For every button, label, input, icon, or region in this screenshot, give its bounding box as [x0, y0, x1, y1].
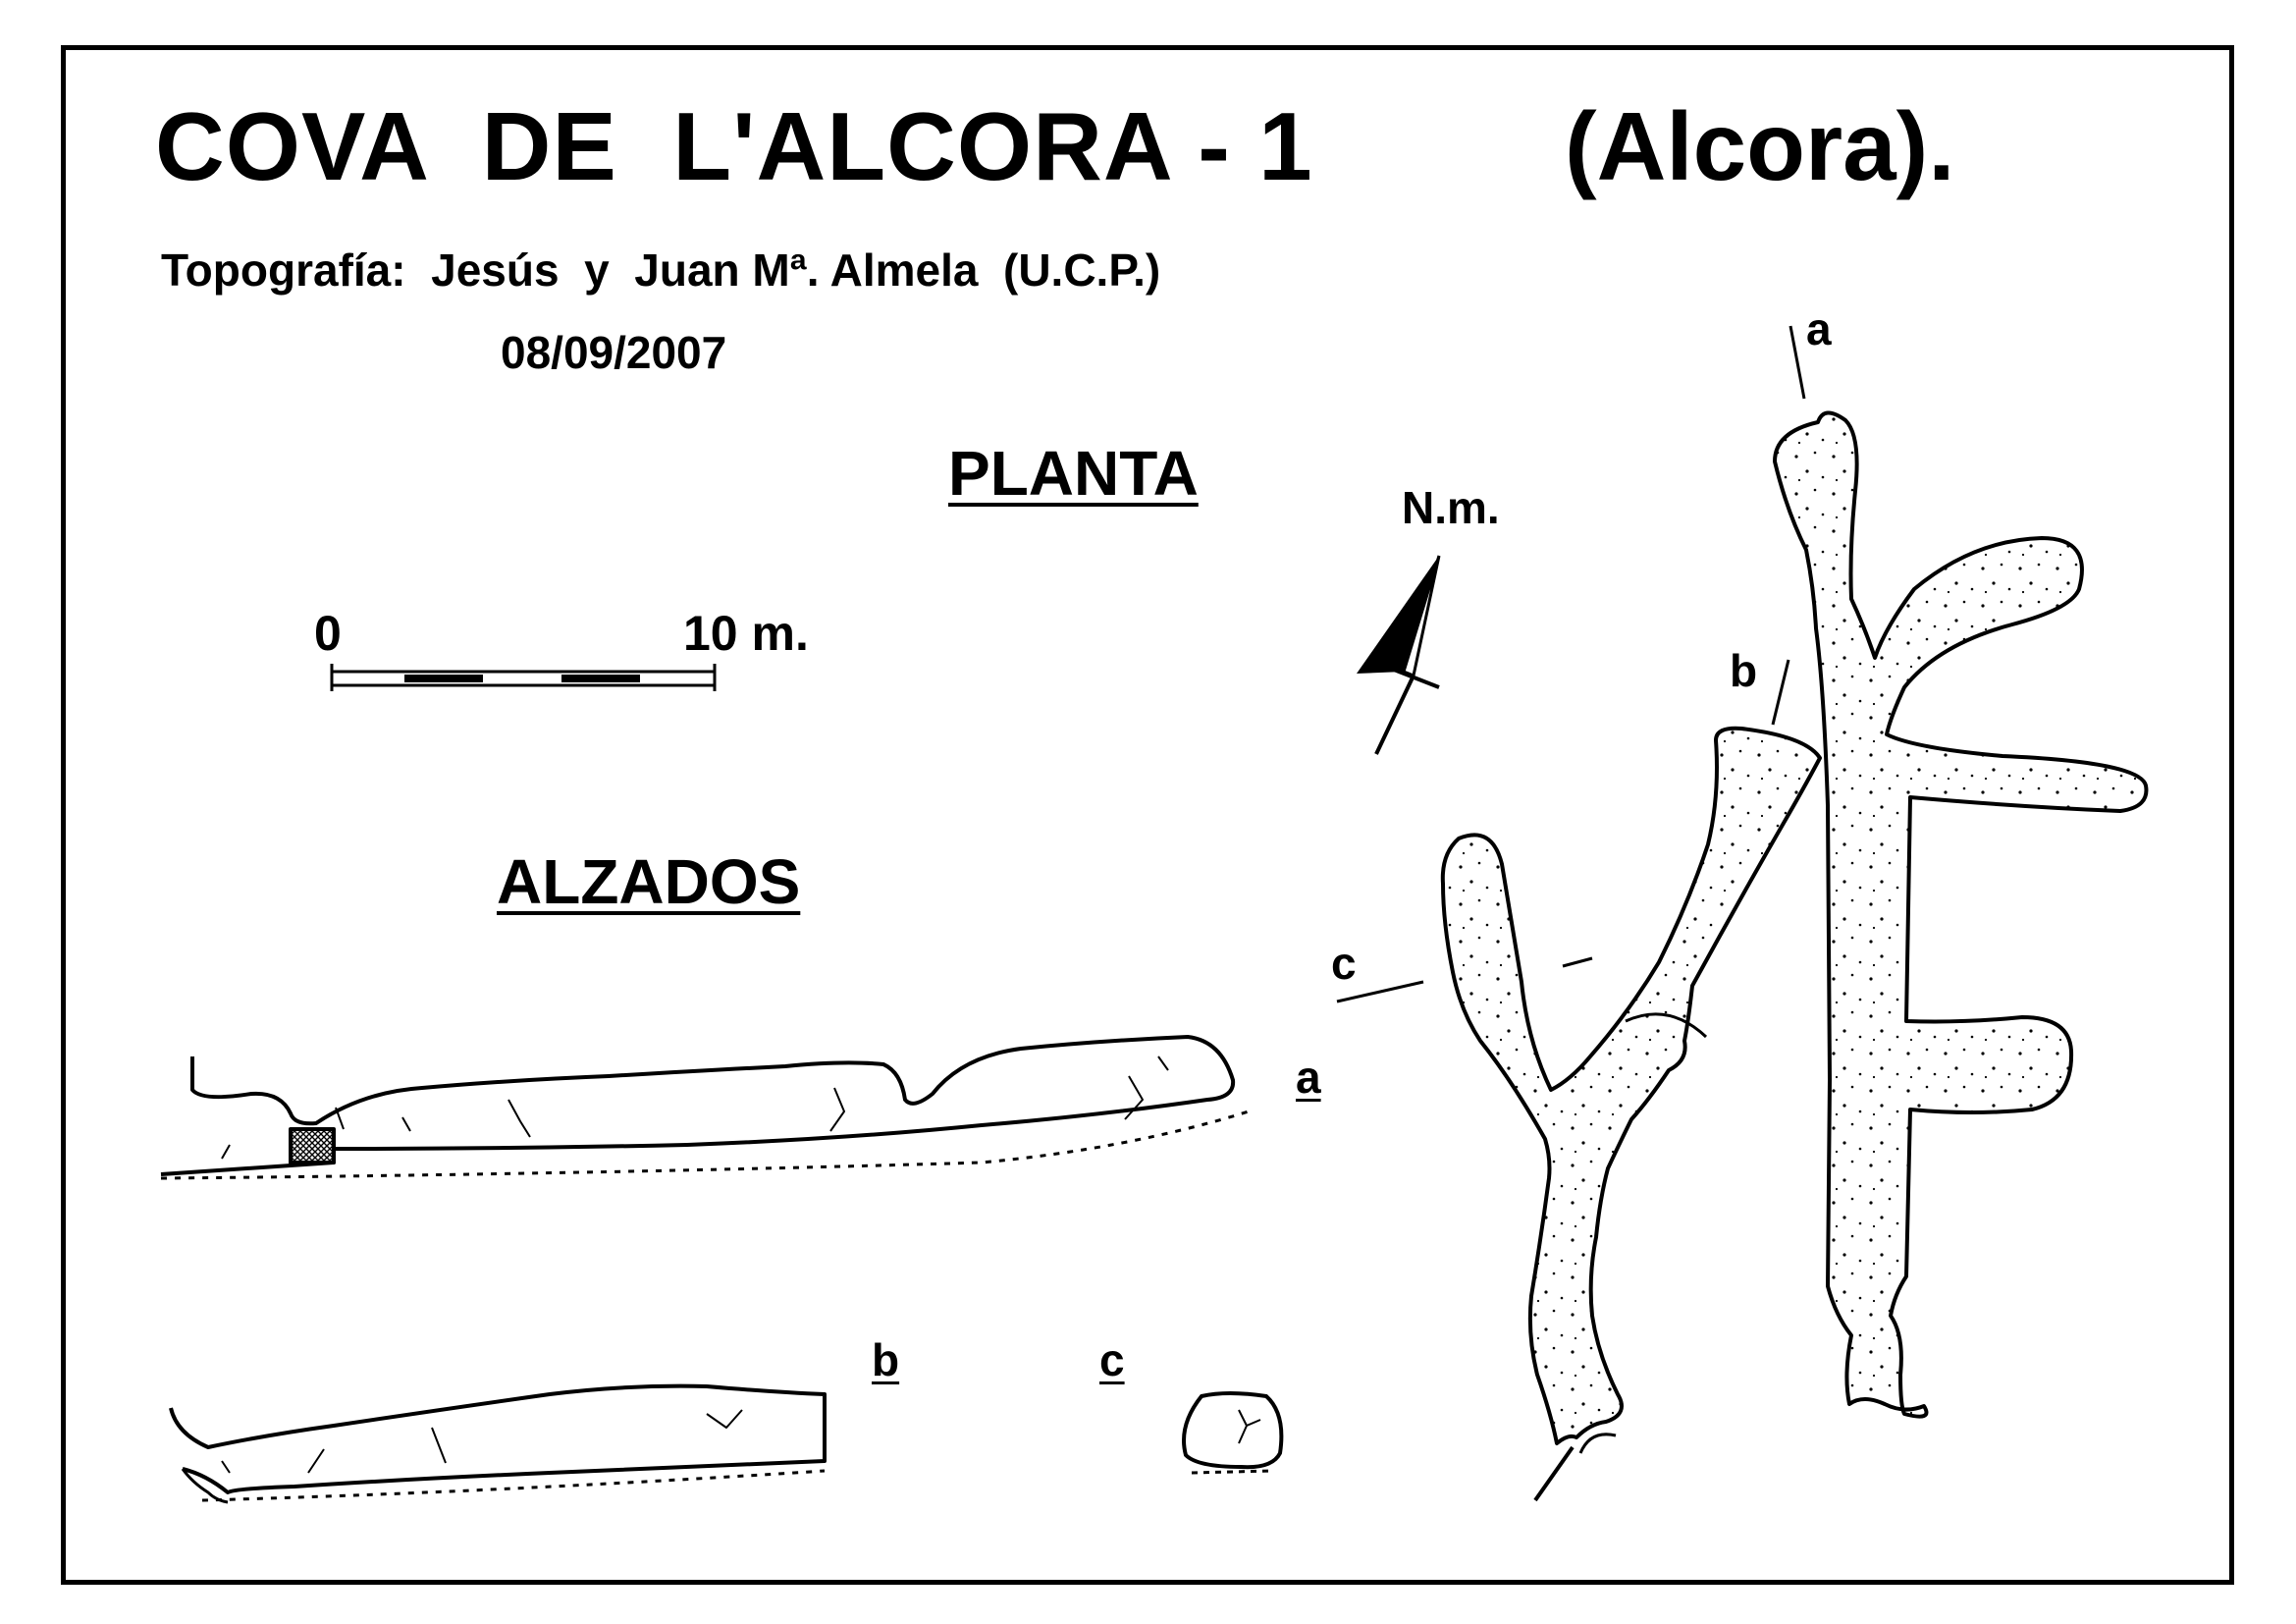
plan-west-gallery	[1440, 726, 1822, 1445]
elevation-b	[169, 1383, 827, 1504]
section-line-c-east	[1562, 956, 1593, 968]
map-place: (Alcora).	[1565, 92, 1955, 200]
elevation-c-label: c	[1099, 1334, 1125, 1385]
map-title: COVA DE L'ALCORA - 1	[155, 92, 1313, 200]
north-label: N.m.	[1402, 482, 1500, 533]
survey-date: 08/09/2007	[501, 327, 727, 378]
elevation-b-label: b	[872, 1334, 900, 1385]
plan-section-a-label: a	[1806, 303, 1832, 354]
plan-section-b-label: b	[1730, 645, 1758, 696]
scale-start-label: 0	[314, 606, 342, 661]
plan-heading: PLANTA	[948, 438, 1199, 509]
elevations-heading: ALZADOS	[497, 846, 801, 917]
survey-credits: Topografía: Jesús y Juan Mª. Almela (U.C…	[161, 244, 1161, 296]
section-line-c-west	[1336, 980, 1424, 1003]
map-frame	[61, 45, 2234, 1585]
elevation-a-label: a	[1296, 1052, 1321, 1103]
cave-plan	[1440, 410, 2149, 1445]
plan-section-lines	[1336, 325, 1806, 1502]
scale-bar	[330, 664, 717, 691]
elevation-c	[1182, 1391, 1284, 1475]
scale-end-label: 10 m.	[683, 606, 809, 661]
plan-east-gallery	[1773, 410, 2149, 1419]
elevation-a	[160, 1035, 1250, 1180]
plan-section-c-label: c	[1331, 938, 1357, 989]
section-line-a	[1789, 325, 1806, 400]
section-line-b	[1771, 659, 1790, 726]
north-arrow	[1357, 555, 1441, 755]
entrance-grille	[289, 1127, 336, 1164]
